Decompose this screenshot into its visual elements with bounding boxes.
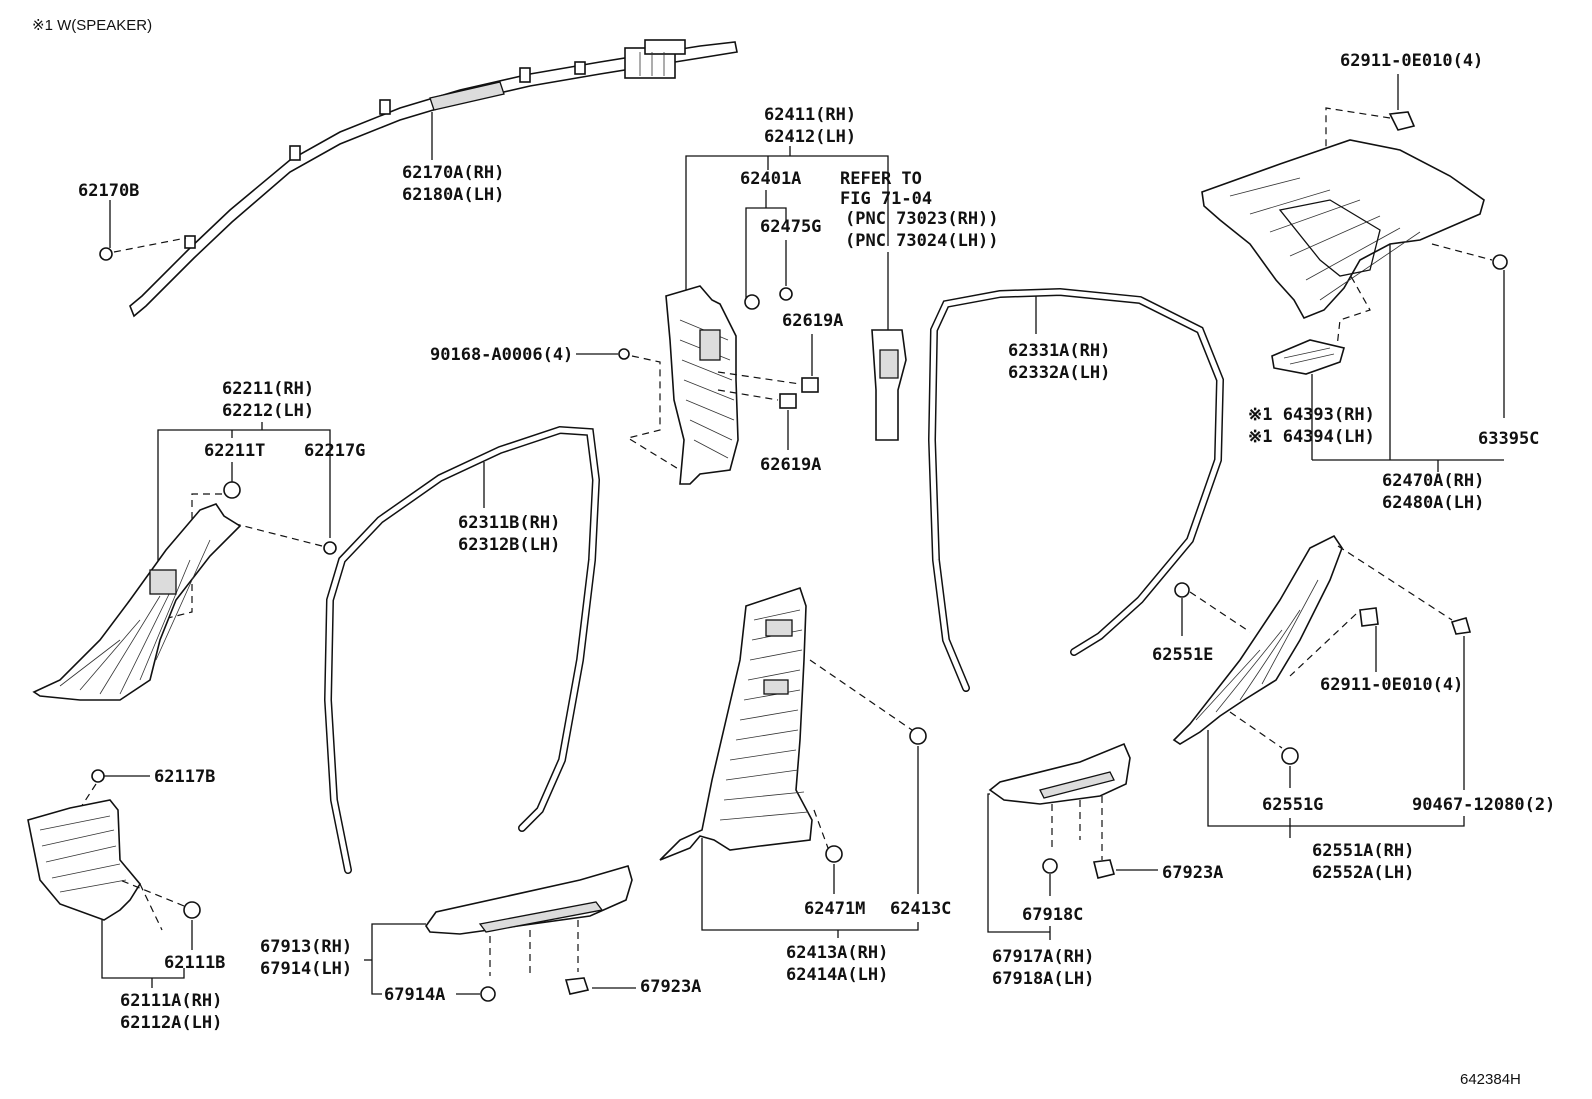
label-62413a: 62413A(RH) bbox=[786, 943, 888, 963]
label-62111a: 62111A(RH) bbox=[120, 991, 222, 1011]
speaker-64393 bbox=[1271, 339, 1345, 375]
clip-62111b bbox=[183, 901, 201, 919]
label-62311b: 62311B(RH) bbox=[458, 513, 560, 533]
label-62551g: 62551G bbox=[1262, 795, 1323, 815]
label-62117b: 62117B bbox=[154, 767, 215, 787]
label-90467: 90467-12080(2) bbox=[1412, 795, 1555, 815]
clip-62211t bbox=[223, 481, 241, 499]
label-67918a: 67918A(LH) bbox=[992, 969, 1094, 989]
package-tray-trim-62470a bbox=[1201, 139, 1485, 320]
label-67917a: 67917A(RH) bbox=[992, 947, 1094, 967]
clip-67923a-left bbox=[564, 977, 590, 995]
label-62911-top: 62911-0E010(4) bbox=[1340, 51, 1483, 71]
label-67918c: 67918C bbox=[1022, 905, 1083, 925]
quarter-pillar-trim-62551a bbox=[1172, 534, 1343, 745]
label-62413c: 62413C bbox=[890, 899, 951, 919]
label-62470a: 62470A(RH) bbox=[1382, 471, 1484, 491]
label-62211t: 62211T bbox=[204, 441, 265, 461]
clip-62401a bbox=[744, 294, 760, 310]
label-67923a-left: 67923A bbox=[640, 977, 701, 997]
label-62551a: 62551A(RH) bbox=[1312, 841, 1414, 861]
label-62212: 62212(LH) bbox=[222, 401, 314, 421]
bolt-62170b bbox=[99, 247, 113, 261]
label-62619a-top: 62619A bbox=[782, 311, 843, 331]
label-62411: 62411(RH) bbox=[764, 105, 856, 125]
center-pillar-upper-62411 bbox=[665, 285, 739, 485]
clip-62475g bbox=[779, 287, 793, 301]
clip-62911-mid bbox=[1359, 607, 1379, 627]
label-62414a: 62414A(LH) bbox=[786, 965, 888, 985]
label-62552a: 62552A(LH) bbox=[1312, 863, 1414, 883]
label-63395c: 63395C bbox=[1478, 429, 1539, 449]
label-62332a: 62332A(LH) bbox=[1008, 363, 1110, 383]
label-62170b: 62170B bbox=[78, 181, 139, 201]
center-pillar-lower-62413a bbox=[659, 586, 813, 861]
front-pillar-garnish-62211 bbox=[32, 503, 242, 701]
clip-62413c bbox=[909, 727, 927, 745]
clip-63395c bbox=[1492, 254, 1508, 270]
refer-line-2: FIG 71-04 bbox=[840, 189, 932, 209]
screw-90168 bbox=[618, 348, 630, 360]
scuff-plate-67917a bbox=[988, 742, 1131, 805]
clip-67923a-right bbox=[1093, 859, 1115, 879]
refer-line-1: REFER TO bbox=[840, 169, 922, 189]
door-opening-trim-62331a bbox=[927, 287, 1225, 692]
clip-62471m bbox=[825, 845, 843, 863]
label-62312b: 62312B(LH) bbox=[458, 535, 560, 555]
label-64393: ※1 64393(RH) bbox=[1248, 405, 1375, 425]
label-62475g: 62475G bbox=[760, 217, 821, 237]
clip-62911-top bbox=[1388, 111, 1416, 131]
label-62180a: 62180A(LH) bbox=[402, 185, 504, 205]
label-62112a: 62112A(LH) bbox=[120, 1013, 222, 1033]
label-90168: 90168-A0006(4) bbox=[430, 345, 573, 365]
label-62911-mid: 62911-0E010(4) bbox=[1320, 675, 1463, 695]
door-opening-trim-62311b bbox=[323, 425, 601, 874]
curtain-airbag-62170a bbox=[129, 39, 738, 318]
seat-belt-guide-73023 bbox=[871, 329, 907, 441]
clip-62619a-top bbox=[801, 377, 819, 393]
label-64394: ※1 64394(LH) bbox=[1248, 427, 1375, 447]
label-62111b: 62111B bbox=[164, 953, 225, 973]
speaker-note: ※1 W(SPEAKER) bbox=[32, 17, 152, 34]
label-67914a: 67914A bbox=[384, 985, 445, 1005]
label-62331a: 62331A(RH) bbox=[1008, 341, 1110, 361]
label-62217g: 62217G bbox=[304, 441, 365, 461]
refer-line-3: (PNC 73023(RH)) bbox=[845, 209, 999, 229]
clip-90467 bbox=[1450, 617, 1472, 635]
label-67914: 67914(LH) bbox=[260, 959, 352, 979]
clip-67918c bbox=[1042, 858, 1058, 874]
clip-67914a bbox=[480, 986, 496, 1002]
label-62480a: 62480A(LH) bbox=[1382, 493, 1484, 513]
label-62211: 62211(RH) bbox=[222, 379, 314, 399]
label-62619a-bottom: 62619A bbox=[760, 455, 821, 475]
scuff-plate-67913 bbox=[425, 865, 633, 935]
clip-62551g bbox=[1281, 747, 1299, 765]
label-62471m: 62471M bbox=[804, 899, 865, 919]
label-67913: 67913(RH) bbox=[260, 937, 352, 957]
cowl-side-trim-62111a bbox=[27, 799, 141, 921]
refer-line-4: (PNC 73024(LH)) bbox=[845, 231, 999, 251]
clip-62217g bbox=[323, 541, 337, 555]
clip-62551e bbox=[1174, 582, 1190, 598]
label-62412: 62412(LH) bbox=[764, 127, 856, 147]
label-62551e: 62551E bbox=[1152, 645, 1213, 665]
label-62170a: 62170A(RH) bbox=[402, 163, 504, 183]
clip-62117b bbox=[91, 769, 105, 783]
label-62401a: 62401A bbox=[740, 169, 801, 189]
figure-id: 642384H bbox=[1460, 1071, 1521, 1088]
clip-62619a-bottom bbox=[779, 393, 797, 409]
label-67923a-right: 67923A bbox=[1162, 863, 1223, 883]
